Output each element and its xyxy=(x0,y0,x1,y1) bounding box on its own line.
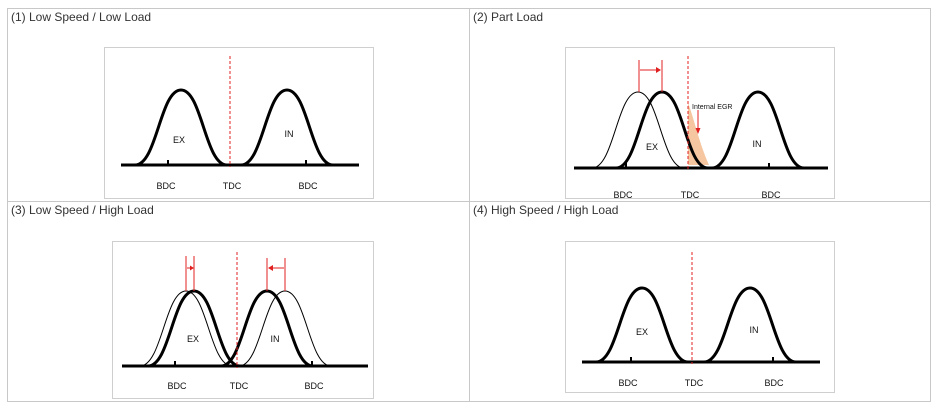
internal-egr-label: Internal EGR xyxy=(692,104,732,111)
valve-timing-diagram-2: Internal EGR EX IN BDC TDC BDC xyxy=(574,56,828,200)
in-label: IN xyxy=(750,325,759,335)
intake-valve-curve xyxy=(711,90,805,170)
intake-valve-curve xyxy=(703,286,797,364)
shift-arrowhead-in xyxy=(268,265,273,271)
ex-label: EX xyxy=(173,135,185,145)
bdc-left-label: BDC xyxy=(613,190,633,200)
tdc-label: TDC xyxy=(681,190,700,200)
exhaust-valve-curve-original xyxy=(591,91,685,169)
internal-egr-area xyxy=(688,103,709,165)
valve-timing-panel: EX IN BDC TDC BDC xyxy=(104,47,374,199)
bdc-left-label: BDC xyxy=(167,381,187,391)
valve-timing-panel: EX IN BDC TDC BDC xyxy=(565,241,835,393)
cell-low-speed-low-load: (1) Low Speed / Low Load EX IN BDC TDC B… xyxy=(8,9,469,201)
valve-timing-diagram-4: EX IN BDC TDC BDC xyxy=(582,252,820,388)
valve-timing-panel: EX IN BDC TDC BDC xyxy=(112,241,374,399)
bdc-right-label: BDC xyxy=(304,381,324,391)
in-label: IN xyxy=(753,139,762,149)
shift-arrowhead xyxy=(656,67,661,73)
valve-timing-diagram-3: EX IN BDC TDC BDC xyxy=(122,252,368,391)
ex-label: EX xyxy=(187,334,199,344)
ex-label: EX xyxy=(636,327,648,337)
shift-arrowhead-ex xyxy=(190,265,194,271)
diagram-grid: (1) Low Speed / Low Load EX IN BDC TDC B… xyxy=(7,8,931,402)
exhaust-valve-curve xyxy=(595,286,689,364)
bdc-left-label: BDC xyxy=(618,378,638,388)
egr-pointer-head xyxy=(695,128,701,134)
grid-divider-horizontal xyxy=(8,201,930,202)
grid-divider-vertical xyxy=(469,9,470,401)
in-label: IN xyxy=(271,334,280,344)
bdc-right-label: BDC xyxy=(764,378,784,388)
tdc-label: TDC xyxy=(223,181,242,191)
cell-low-speed-high-load: (3) Low Speed / High Load EX xyxy=(8,202,469,401)
exhaust-valve-curve-retarded xyxy=(147,289,241,368)
cell-part-load: (2) Part Load Internal EGR EX IN xyxy=(470,9,930,201)
valve-timing-diagram-1: EX IN BDC TDC BDC xyxy=(121,56,359,191)
cell-caption: (4) High Speed / High Load xyxy=(473,203,619,217)
intake-valve-curve-advanced xyxy=(220,289,314,368)
tdc-label: TDC xyxy=(685,378,704,388)
cell-high-speed-high-load: (4) High Speed / High Load EX IN BDC TDC… xyxy=(470,202,930,401)
intake-valve-curve xyxy=(240,88,334,167)
valve-timing-panel: Internal EGR EX IN BDC TDC BDC xyxy=(565,47,835,200)
in-label: IN xyxy=(285,129,294,139)
exhaust-valve-curve xyxy=(134,88,228,167)
bdc-right-label: BDC xyxy=(761,190,781,200)
bdc-right-label: BDC xyxy=(298,181,318,191)
cell-caption: (3) Low Speed / High Load xyxy=(11,203,154,217)
bdc-left-label: BDC xyxy=(156,181,176,191)
cell-caption: (1) Low Speed / Low Load xyxy=(11,10,152,24)
ex-label: EX xyxy=(646,142,658,152)
tdc-label: TDC xyxy=(230,381,249,391)
cell-caption: (2) Part Load xyxy=(473,10,544,24)
